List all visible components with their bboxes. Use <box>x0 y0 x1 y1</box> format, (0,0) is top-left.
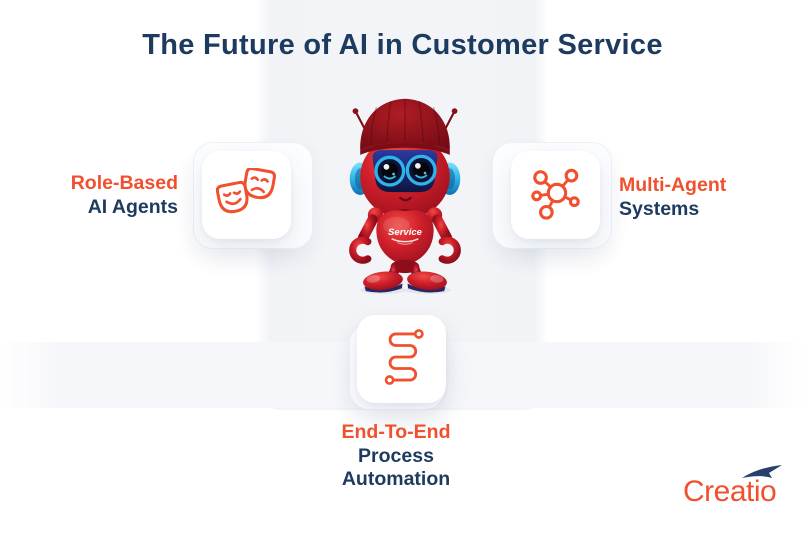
feature-card-automation <box>357 315 446 403</box>
feature-role-based-line1: Role-Based <box>70 172 178 194</box>
process-path-icon <box>377 326 427 393</box>
feature-automation-line2: Process <box>358 444 434 467</box>
feature-multi-agent-label: Multi-Agent Systems <box>619 174 794 221</box>
network-nodes-icon <box>527 165 585 226</box>
feature-automation-label: End-To-End Process Automation <box>291 421 501 492</box>
feature-card-role-based <box>202 151 291 239</box>
feature-automation-line3: Automation <box>341 468 451 490</box>
feature-multi-agent-line1: Multi-Agent <box>619 174 727 196</box>
feature-automation-line1: End-To-End <box>341 421 451 443</box>
creatio-logo-text: Creatio <box>683 475 777 508</box>
robot-hat <box>360 98 450 155</box>
feature-role-based-label: Role-Based AI Agents <box>14 172 178 219</box>
creatio-logo: Creatio <box>683 465 798 511</box>
theater-masks-icon <box>215 166 278 223</box>
feature-role-based-line2: AI Agents <box>87 195 178 218</box>
feature-multi-agent-line2: Systems <box>619 197 700 220</box>
robot-eyes <box>374 154 437 187</box>
robot-chest-badge: Service <box>388 227 423 245</box>
page-title: The Future of AI in Customer Service <box>142 29 663 61</box>
robot-mascot-illustration: Service <box>324 93 486 295</box>
feature-card-multi-agent <box>511 151 600 239</box>
robot-shoes <box>363 271 447 293</box>
robot-chest-label: Service <box>388 227 423 238</box>
arrow-swoosh-icon <box>741 465 783 485</box>
